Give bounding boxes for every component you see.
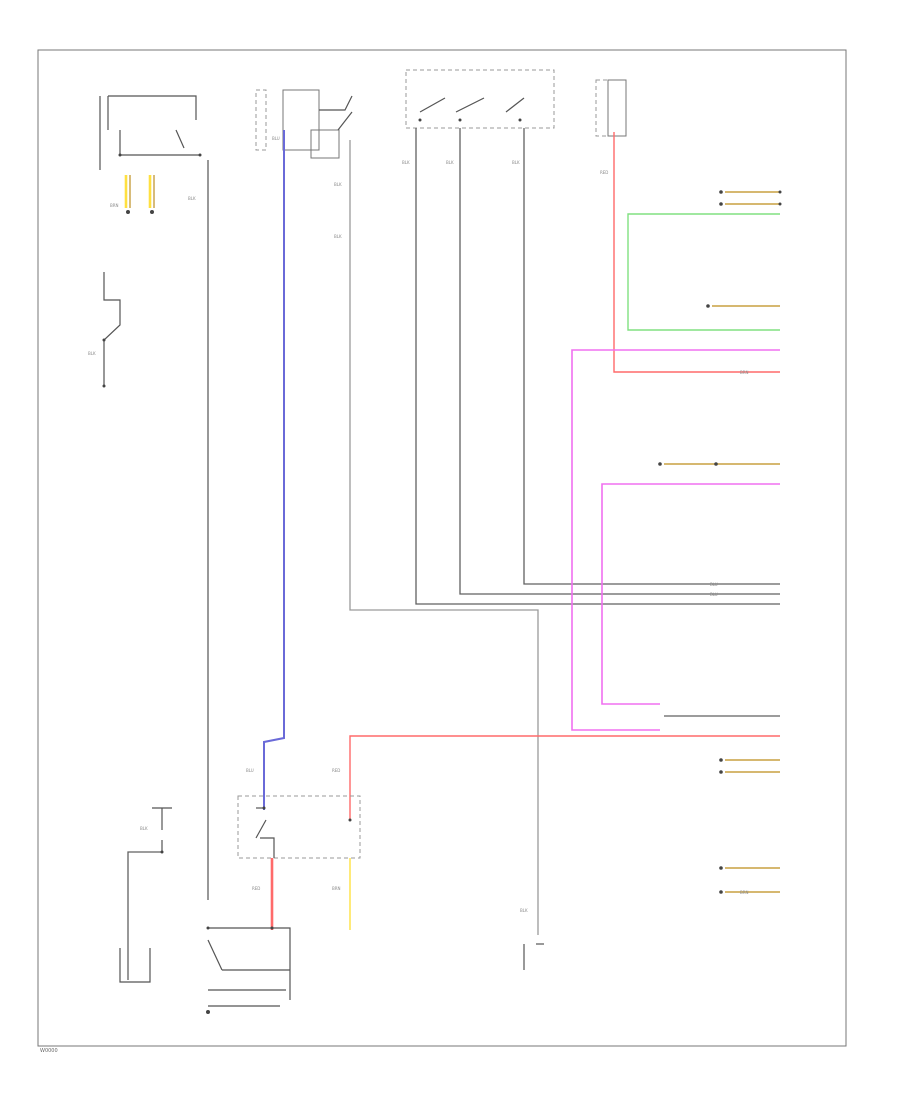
wire-label: RED	[252, 886, 260, 891]
wire-label: BLK	[88, 351, 96, 356]
wire-label: BRN	[332, 886, 341, 891]
diagram-frame	[37, 49, 847, 1047]
wire-label: BLK	[334, 182, 342, 187]
wire-label: BLK	[402, 160, 410, 165]
wire-label: BLK	[334, 234, 342, 239]
diagram-code: W0000	[40, 1048, 58, 1054]
fuse-box-center	[255, 89, 353, 159]
wire-green-loop	[627, 213, 780, 331]
battery-relay-bottom	[206, 926, 291, 1014]
wire-label: RED	[600, 170, 608, 175]
fuse-top-right	[595, 79, 627, 137]
wire-label: BLU	[272, 136, 280, 141]
ignition-switch-box	[237, 795, 361, 859]
connector-right-5	[719, 866, 780, 894]
wire-label: BLU	[710, 592, 718, 597]
connector-right-2	[706, 304, 780, 308]
wire-label: BLK	[446, 160, 454, 165]
wire-red-right	[613, 132, 780, 373]
connector-right-4	[719, 758, 780, 774]
wire-red-lower	[349, 735, 780, 820]
wire-gray-c	[459, 128, 780, 595]
instrument-cluster-connector	[124, 175, 155, 214]
relay-box-top	[405, 69, 555, 129]
connector-bottom-center	[523, 943, 544, 970]
wire-label: BRN	[110, 203, 119, 208]
connector-right-1	[719, 190, 782, 206]
wire-label: BLK	[188, 196, 196, 201]
wire-label: BLU	[710, 582, 718, 587]
wire-label: BRN	[740, 890, 749, 895]
wire-label: BRN	[740, 370, 749, 375]
wire-label: BLU	[246, 768, 254, 773]
wire-blue-main	[263, 130, 285, 810]
wire-gray-a	[349, 140, 539, 935]
wire-dark-b	[415, 128, 780, 605]
wire-label: BLK	[140, 826, 148, 831]
ground-left-bottom	[119, 807, 172, 983]
wire-label: RED	[332, 768, 340, 773]
wire-dark-d	[523, 128, 780, 585]
wire-pink-b	[601, 483, 780, 705]
wire-label: BLK	[512, 160, 520, 165]
wire-label: BLK	[520, 908, 528, 913]
seat-belt-switch-left	[102, 272, 121, 388]
fuse-panel-left	[99, 95, 202, 170]
wire-pink-a	[571, 349, 780, 731]
connector-right-3	[658, 462, 780, 466]
